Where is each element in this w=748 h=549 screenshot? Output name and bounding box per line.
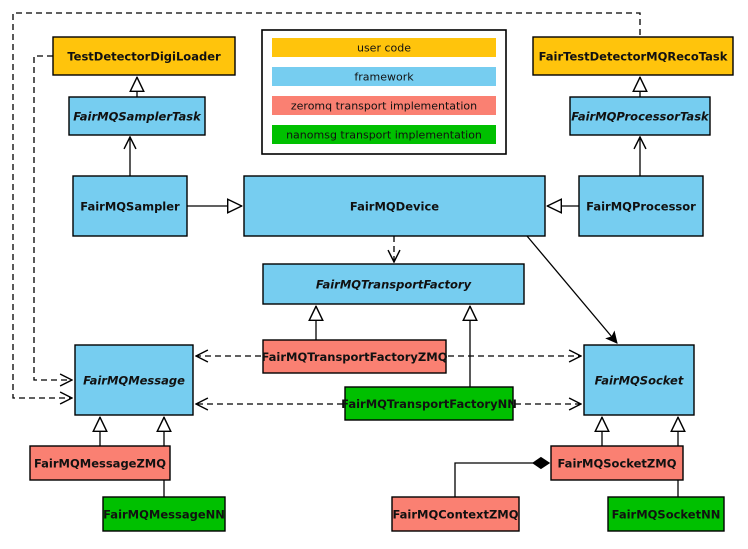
class-box-label: FairMQProcessorTask — [571, 110, 710, 124]
class-box-rect — [550, 445, 684, 481]
class-box-label: FairMQTransportFactoryZMQ — [261, 350, 447, 364]
legend-item-1: framework — [272, 67, 496, 86]
class-box-label: FairMQMessage — [83, 374, 185, 388]
legend-label: framework — [354, 71, 414, 84]
legend-swatch — [272, 96, 496, 115]
class-box-rect — [102, 496, 226, 532]
class-box-rect — [532, 36, 734, 76]
class-box-rect — [578, 175, 704, 237]
class-box-label: FairMQMessageNN — [103, 508, 225, 522]
legend-swatch — [272, 38, 496, 57]
edge-device-to-socket — [526, 235, 618, 344]
class-box-rect — [262, 263, 525, 305]
edge-digiloader-to-message — [33, 55, 72, 380]
class-box-label: FairMQSamplerTask — [73, 110, 202, 124]
class-box-rect — [569, 96, 711, 136]
class-box-label: FairMQDevice — [350, 200, 439, 214]
class-box-label: FairMQProcessor — [586, 200, 696, 214]
class-box-label: FairMQMessageZMQ — [34, 457, 166, 471]
class-box-FairTestDetectorMQRecoTask[interactable]: FairTestDetectorMQRecoTask — [532, 36, 734, 76]
legend-label: user code — [357, 42, 411, 55]
legend: user code framework zeromq transport imple… — [261, 29, 507, 155]
class-box-FairMQContextZMQ[interactable]: FairMQContextZMQ — [391, 496, 520, 532]
class-box-rect — [72, 175, 188, 237]
class-box-FairMQSampler[interactable]: FairMQSampler — [72, 175, 188, 237]
class-box-rect — [344, 386, 514, 421]
edge-contextzmq-to-socketzmq — [454, 463, 549, 497]
class-box-FairMQTransportFactoryNN[interactable]: FairMQTransportFactoryNN — [341, 386, 517, 421]
class-box-FairMQSocketZMQ[interactable]: FairMQSocketZMQ — [550, 445, 684, 481]
class-box-rect — [262, 339, 447, 374]
class-box-FairMQMessage[interactable]: FairMQMessage — [74, 344, 194, 416]
class-box-label: FairMQTransportFactory — [316, 278, 472, 292]
class-box-FairMQProcessor[interactable]: FairMQProcessor — [578, 175, 704, 237]
class-boxes: TestDetectorDigiLoader FairTestDetectorMQ… — [29, 36, 734, 532]
legend-swatch — [272, 125, 496, 144]
class-box-label: FairMQSocketZMQ — [558, 457, 677, 471]
class-box-FairMQSocketNN[interactable]: FairMQSocketNN — [607, 496, 725, 532]
class-box-label: FairMQSocketNN — [612, 508, 721, 522]
class-box-FairMQDevice[interactable]: FairMQDevice — [243, 175, 546, 237]
class-box-label: FairMQSampler — [80, 200, 180, 214]
class-box-label: TestDetectorDigiLoader — [67, 50, 221, 64]
class-box-TestDetectorDigiLoader[interactable]: TestDetectorDigiLoader — [52, 36, 236, 76]
class-box-FairMQMessageNN[interactable]: FairMQMessageNN — [102, 496, 226, 532]
edge-recotask-to-message — [12, 12, 641, 398]
legend-swatch — [272, 67, 496, 86]
class-box-FairMQTransportFactory[interactable]: FairMQTransportFactory — [262, 263, 525, 305]
legend-item-0: user code — [272, 38, 496, 57]
class-box-FairMQSamplerTask[interactable]: FairMQSamplerTask — [68, 96, 206, 136]
class-box-FairMQProcessorTask[interactable]: FairMQProcessorTask — [569, 96, 711, 136]
class-box-FairMQTransportFactoryZMQ[interactable]: FairMQTransportFactoryZMQ — [261, 339, 448, 374]
class-box-rect — [391, 496, 520, 532]
legend-label: nanomsg transport implementation — [286, 129, 482, 142]
class-box-rect — [74, 344, 194, 416]
legend-label: zeromq transport implementation — [291, 100, 477, 113]
class-box-rect — [29, 445, 171, 481]
class-box-label: FairMQContextZMQ — [392, 508, 518, 522]
class-box-rect — [607, 496, 725, 532]
class-box-FairMQMessageZMQ[interactable]: FairMQMessageZMQ — [29, 445, 171, 481]
legend-item-2: zeromq transport implementation — [272, 96, 496, 115]
class-box-rect — [243, 175, 546, 237]
class-box-rect — [52, 36, 236, 76]
class-box-label: FairMQSocket — [595, 374, 684, 388]
class-box-FairMQSocket[interactable]: FairMQSocket — [583, 344, 695, 416]
class-box-label: FairMQTransportFactoryNN — [341, 397, 517, 411]
class-box-rect — [583, 344, 695, 416]
class-box-rect — [68, 96, 206, 136]
legend-item-3: nanomsg transport implementation — [272, 125, 496, 144]
class-box-label: FairTestDetectorMQRecoTask — [539, 50, 728, 64]
